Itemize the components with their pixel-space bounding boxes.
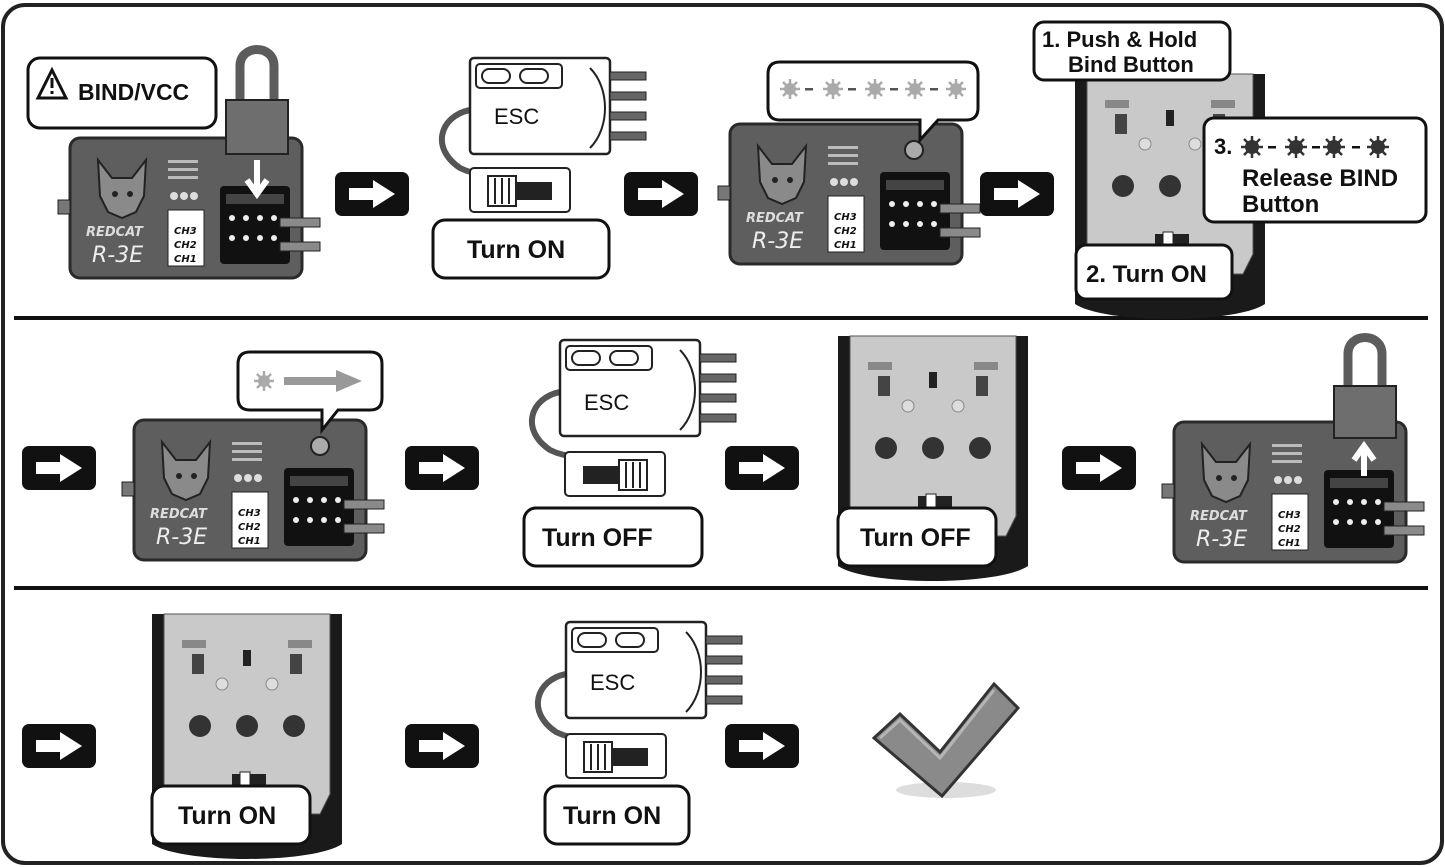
led-blink-icon <box>778 77 802 101</box>
turn-on-label: Turn ON <box>467 236 565 264</box>
release-bind-label: Release BIND <box>1242 165 1398 192</box>
led-blink-icon <box>1321 134 1347 160</box>
esc-step-off: ESC Turn OFF <box>522 340 736 568</box>
receiver-ch3: CH3 <box>238 508 261 519</box>
receiver-model: R-3E <box>156 525 207 550</box>
receiver-ch1: CH1 <box>238 536 261 547</box>
receiver-ch3: CH3 <box>174 226 197 237</box>
right-arrow-icon <box>1062 446 1136 490</box>
receiver-ch1: CH1 <box>834 240 857 251</box>
led-blink-icon <box>821 77 845 101</box>
receiver-ch1: CH1 <box>1278 538 1301 549</box>
transmitter-turn-off: Turn OFF <box>836 335 1029 582</box>
bind-vcc-callout: BIND/VCC <box>26 56 218 130</box>
esc-label: ESC <box>494 104 539 129</box>
right-arrow-icon <box>725 724 799 768</box>
release-button-label: Button <box>1242 191 1319 218</box>
transmitter-turn-on: Turn ON <box>150 613 343 860</box>
led-blink-icon <box>1239 134 1265 160</box>
receiver-ch2: CH2 <box>834 226 857 237</box>
led-blink-callout <box>766 60 980 144</box>
receiver-unplug: REDCAT R-3E CH3 CH2 CH1 <box>1160 333 1426 564</box>
right-arrow-icon <box>335 172 409 216</box>
receiver-brand: REDCAT <box>1190 509 1248 524</box>
bind-vcc-label: BIND/VCC <box>78 79 189 105</box>
right-arrow-icon <box>725 446 799 490</box>
led-solid-callout <box>236 350 384 435</box>
receiver-ch1: CH1 <box>174 254 197 265</box>
warning-triangle-icon <box>35 66 69 100</box>
led-blink-icon <box>1365 134 1391 160</box>
receiver-model: R-3E <box>1196 527 1247 552</box>
receiver-model: R-3E <box>752 229 803 254</box>
right-arrow-icon <box>405 724 479 768</box>
receiver-led-blinking: REDCAT R-3E CH3 CH2 CH1 <box>716 122 982 266</box>
right-arrow-icon <box>22 724 96 768</box>
receiver-model: R-3E <box>92 243 143 268</box>
turn-off-label: Turn OFF <box>860 524 971 552</box>
bind-button-label: Bind Button <box>1068 52 1194 77</box>
receiver-brand: REDCAT <box>86 225 144 240</box>
push-hold-label: 1. Push & Hold <box>1042 27 1197 52</box>
push-hold-callout: 1. Push & Hold Bind Button <box>1032 20 1232 82</box>
esc-step-on-2: ESC Turn ON <box>538 622 742 846</box>
turn-off-label: Turn OFF <box>542 524 653 552</box>
led-blink-icon <box>1283 134 1309 160</box>
receiver-bind-plug: REDCAT R-3E CH3 CH2 CH1 <box>56 45 322 280</box>
release-bind-callout: 3. Release BIND Button <box>1202 116 1428 224</box>
turn-on-numbered-callout: 2. Turn ON <box>1074 243 1234 301</box>
release-number: 3. <box>1214 134 1232 159</box>
right-arrow-icon <box>405 446 479 490</box>
turn-on-label: Turn ON <box>178 802 276 830</box>
turn-on-numbered-label: 2. Turn ON <box>1086 261 1207 288</box>
receiver-brand: REDCAT <box>746 211 804 226</box>
receiver-ch3: CH3 <box>1278 510 1301 521</box>
right-arrow-icon <box>22 446 96 490</box>
receiver-ch3: CH3 <box>834 212 857 223</box>
esc-step-on-1: ESC Turn ON <box>431 58 646 280</box>
esc-label: ESC <box>584 390 629 415</box>
led-blink-icon <box>252 369 276 393</box>
right-arrow-icon <box>624 172 698 216</box>
led-blink-icon <box>863 77 887 101</box>
checkmark-icon <box>871 681 1021 799</box>
receiver-brand: REDCAT <box>150 507 208 522</box>
receiver-ch2: CH2 <box>1278 524 1301 535</box>
led-blink-icon <box>944 77 968 101</box>
turn-on-label: Turn ON <box>563 802 661 830</box>
receiver-led-solid: REDCAT R-3E CH3 CH2 CH1 <box>120 418 386 562</box>
right-arrow-icon <box>980 172 1054 216</box>
receiver-ch2: CH2 <box>238 522 261 533</box>
receiver-ch2: CH2 <box>174 240 197 251</box>
esc-label: ESC <box>590 670 635 695</box>
led-blink-icon <box>903 77 927 101</box>
